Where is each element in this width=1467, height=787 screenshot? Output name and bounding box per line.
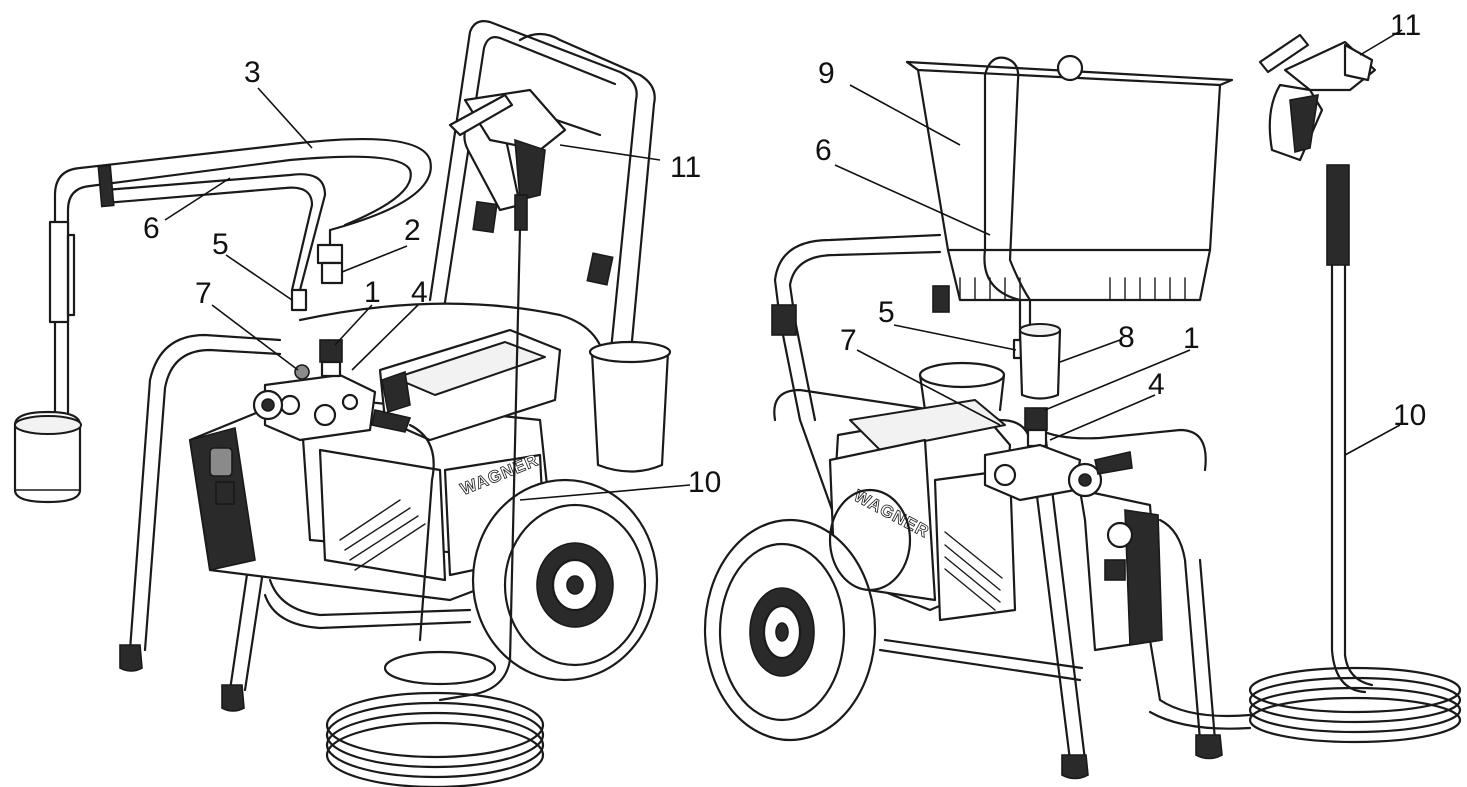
right-callouts: 9 6 5 7 8 1 4 10 11	[815, 9, 1426, 432]
left-callout-5: 5	[212, 228, 229, 261]
left-view: WAGNER	[13, 20, 721, 787]
right-callout-9: 9	[818, 57, 835, 90]
right-view: WAGNER	[703, 9, 1462, 780]
left-callout-7: 7	[195, 277, 212, 310]
left-high-pressure-hose	[438, 226, 522, 702]
left-manifold	[252, 339, 412, 442]
right-leader-lines	[834, 29, 1403, 456]
left-handle-frame	[428, 20, 656, 472]
right-callout-10: 10	[1393, 399, 1426, 432]
right-vent-slots	[944, 531, 1003, 611]
left-wheel	[471, 478, 659, 682]
left-callout-1: 1	[364, 276, 381, 309]
right-callout-5: 5	[878, 296, 895, 329]
left-callouts: 3 6 5 2 7 1 4 11 10	[143, 56, 721, 499]
right-callout-7: 7	[840, 324, 857, 357]
left-callout-3: 3	[244, 56, 261, 89]
right-callout-6: 6	[815, 134, 832, 167]
left-callout-2: 2	[404, 214, 421, 247]
right-manifold	[983, 407, 1133, 502]
left-callout-6: 6	[143, 212, 160, 245]
left-paint-bucket	[588, 340, 672, 473]
right-hose-and-gun	[1258, 33, 1377, 694]
right-callout-11: 11	[1390, 9, 1421, 42]
left-spray-gun	[448, 88, 567, 231]
right-paint-bucket	[918, 361, 1006, 412]
left-vent-slots	[339, 499, 426, 571]
left-hose-coil	[325, 650, 545, 787]
left-callout-10: 10	[688, 466, 721, 499]
left-callout-11: 11	[670, 151, 701, 184]
right-callout-1: 1	[1183, 322, 1200, 355]
left-callout-4: 4	[411, 276, 428, 309]
left-suction-assembly	[13, 137, 432, 504]
left-pump-body: WAGNER	[188, 328, 562, 602]
right-callout-8: 8	[1118, 321, 1135, 354]
left-leader-lines	[164, 87, 691, 501]
right-wheel	[703, 488, 912, 742]
right-callout-4: 4	[1148, 368, 1165, 401]
right-hopper	[905, 54, 1234, 400]
